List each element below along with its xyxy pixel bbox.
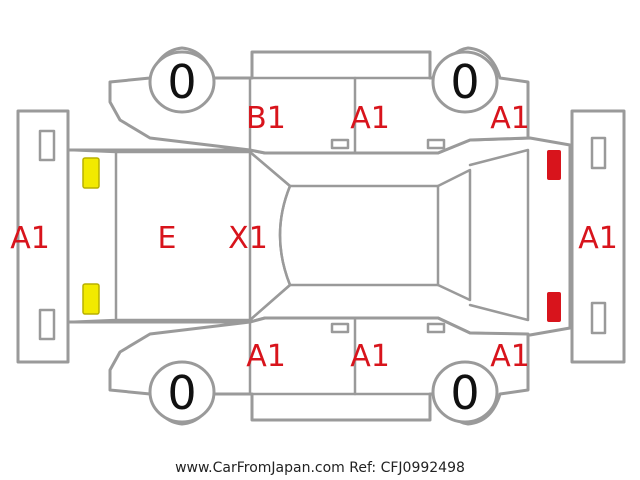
mark-left-rear-door: A1: [350, 101, 390, 136]
footer-reference: www.CarFromJapan.com Ref: CFJ0992498: [175, 460, 465, 476]
car-body: [66, 136, 572, 337]
mark-rear-bumper: A1: [578, 221, 618, 256]
mark-windshield: X1: [228, 221, 268, 256]
mark-left-front-door: B1: [246, 101, 286, 136]
mark-right-front-door: A1: [246, 339, 286, 374]
tire-front-right-value: 0: [167, 366, 196, 420]
tire-rear-left-value: 0: [450, 55, 479, 109]
right-side-panels: [108, 316, 530, 426]
tire-front-right: [148, 360, 216, 424]
tire-front-left: [148, 50, 216, 114]
taillight-right: [547, 292, 561, 322]
mark-right-rear-door: A1: [350, 339, 390, 374]
headlight-right: [82, 283, 100, 315]
mark-hood: E: [158, 221, 177, 256]
mark-left-rear-quarter: A1: [490, 101, 530, 136]
mark-front-bumper: A1: [10, 221, 50, 256]
taillight-left: [547, 150, 561, 180]
tire-rear-right-value: 0: [450, 366, 479, 420]
tire-front-left-value: 0: [167, 55, 196, 109]
headlight-left: [82, 157, 100, 189]
tire-rear-left: [431, 50, 499, 114]
rear-bumper: [570, 109, 626, 364]
front-bumper: [16, 109, 70, 364]
tire-rear-right: [431, 360, 499, 424]
mark-right-rear-quarter: A1: [490, 339, 530, 374]
